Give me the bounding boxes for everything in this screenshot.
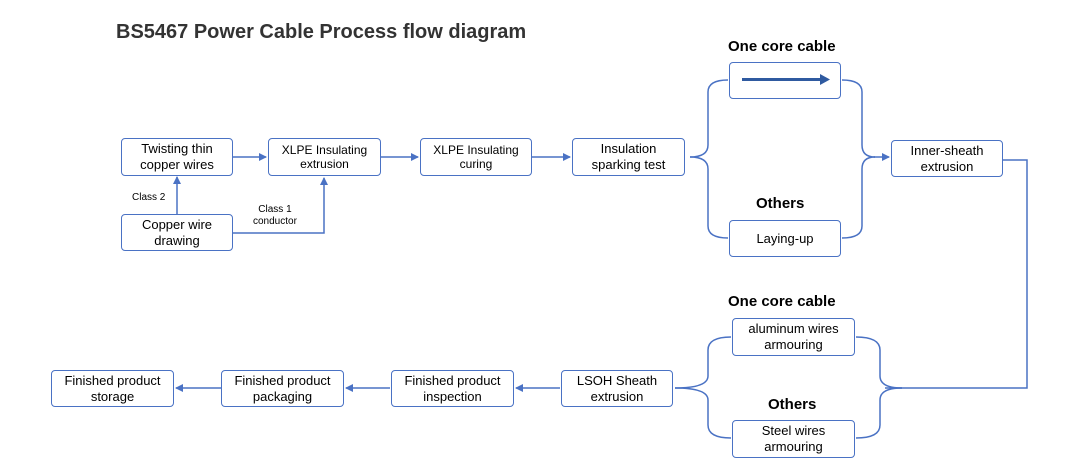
- heading-others-top: Others: [756, 195, 805, 212]
- node-aluminum-wires-armouring: aluminum wires armouring: [732, 318, 855, 356]
- node-label: Finished product inspection: [404, 372, 501, 404]
- brace-armour-bottom-right: [855, 387, 903, 439]
- node-one-core-placeholder: [729, 62, 841, 99]
- heading-one-core-top: One core cable: [728, 38, 836, 55]
- node-lsoh-sheath-extrusion: LSOH Sheath extrusion: [561, 370, 673, 407]
- node-twisting-copper-wires: Twisting thin copper wires: [121, 138, 233, 176]
- brace-armour-top-right: [855, 336, 903, 389]
- node-inner-sheath-extrusion: Inner-sheath extrusion: [891, 140, 1003, 177]
- node-label: Steel wires armouring: [761, 423, 826, 454]
- node-label: Copper wire drawing: [141, 216, 213, 248]
- node-insulation-sparking-test: Insulation sparking test: [572, 138, 685, 176]
- node-finished-product-storage: Finished product storage: [51, 370, 174, 407]
- heading-others-bottom: Others: [768, 396, 817, 413]
- node-label: Finished product packaging: [234, 372, 331, 404]
- node-laying-up: Laying-up: [729, 220, 841, 257]
- brace-split-bottom: [689, 156, 729, 239]
- node-copper-wire-drawing: Copper wire drawing: [121, 214, 233, 251]
- brace-merge-top: [841, 79, 876, 158]
- node-label: LSOH Sheath extrusion: [576, 372, 658, 404]
- node-label: XLPE Insulating curing: [433, 143, 519, 171]
- node-label: XLPE Insulating extrusion: [281, 143, 368, 171]
- node-finished-product-packaging: Finished product packaging: [221, 370, 344, 407]
- node-label: Finished product storage: [64, 372, 161, 404]
- one-core-arrow-head: [820, 74, 830, 85]
- node-steel-wires-armouring: Steel wires armouring: [732, 420, 855, 458]
- connector-inner-sheath-down: [885, 159, 1028, 389]
- note-class-1-conductor: Class 1 conductor: [253, 204, 297, 227]
- node-finished-product-inspection: Finished product inspection: [391, 370, 514, 407]
- note-class-2: Class 2: [132, 192, 166, 203]
- brace-merge-bottom: [841, 156, 876, 239]
- page-title: BS5467 Power Cable Process flow diagram: [116, 21, 527, 43]
- node-label: Inner-sheath extrusion: [910, 142, 984, 174]
- one-core-arrow-bar: [742, 78, 822, 81]
- arrow-drawing-to-extrusion: [233, 177, 328, 234]
- brace-armour-bottom-left: [674, 387, 732, 439]
- node-xlpe-insulating-extrusion: XLPE Insulating extrusion: [268, 138, 381, 176]
- brace-armour-top-left: [674, 336, 732, 389]
- node-label: Laying-up: [756, 230, 814, 246]
- heading-one-core-bottom: One core cable: [728, 293, 836, 310]
- node-xlpe-insulating-curing: XLPE Insulating curing: [420, 138, 532, 176]
- node-label: Insulation sparking test: [591, 141, 666, 172]
- node-label: aluminum wires armouring: [748, 321, 839, 352]
- node-label: Twisting thin copper wires: [140, 141, 214, 172]
- brace-split-top: [689, 79, 729, 158]
